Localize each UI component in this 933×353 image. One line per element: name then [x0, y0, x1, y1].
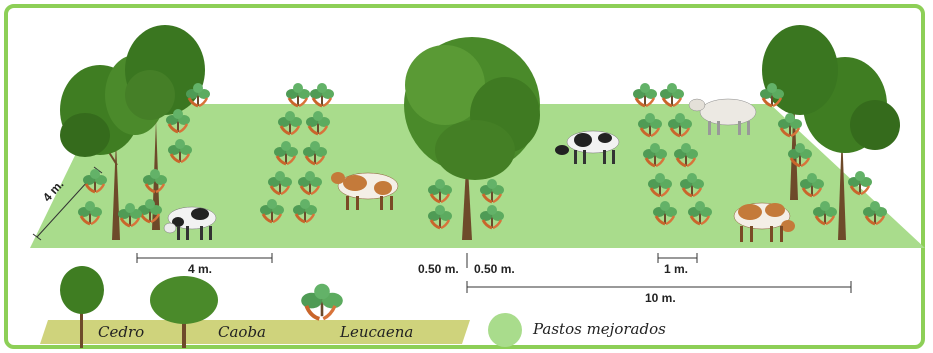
cow-holstein-left [163, 206, 217, 240]
caoba-tree-center [404, 37, 540, 240]
dimension-label-strip-left: 0.50 m. [418, 262, 459, 276]
cow-white-right [688, 98, 757, 135]
dimension-label-leucaena: 1 m. [664, 262, 689, 276]
cow-brown-white-right [733, 202, 795, 242]
dimension-line-alley [466, 281, 852, 293]
dimension-label-tree-spacing: 4 m. [188, 262, 213, 276]
dimension-line-tree-spacing [136, 253, 273, 263]
legend-label-caoba: Caoba [218, 323, 266, 341]
cedro-tree-icon [60, 266, 104, 348]
cow-holstein-right [555, 130, 620, 164]
cow-brown-white-left [331, 172, 399, 210]
leucaena-shrub-icon [301, 283, 343, 321]
legend-label-cedro: Cedro [98, 323, 145, 341]
pasture-circle-icon [488, 313, 522, 347]
dimension-line-leucaena [657, 253, 698, 263]
diagram-frame [4, 4, 925, 349]
dimension-label-alley: 10 m. [645, 291, 676, 305]
legend-label-leucaena: Leucaena [340, 323, 414, 341]
legend-band [40, 320, 470, 344]
legend-label-pastos: Pastos mejorados [533, 320, 666, 338]
dimension-label-strip-right: 0.50 m. [474, 262, 515, 276]
caoba-tree-icon [150, 276, 218, 348]
